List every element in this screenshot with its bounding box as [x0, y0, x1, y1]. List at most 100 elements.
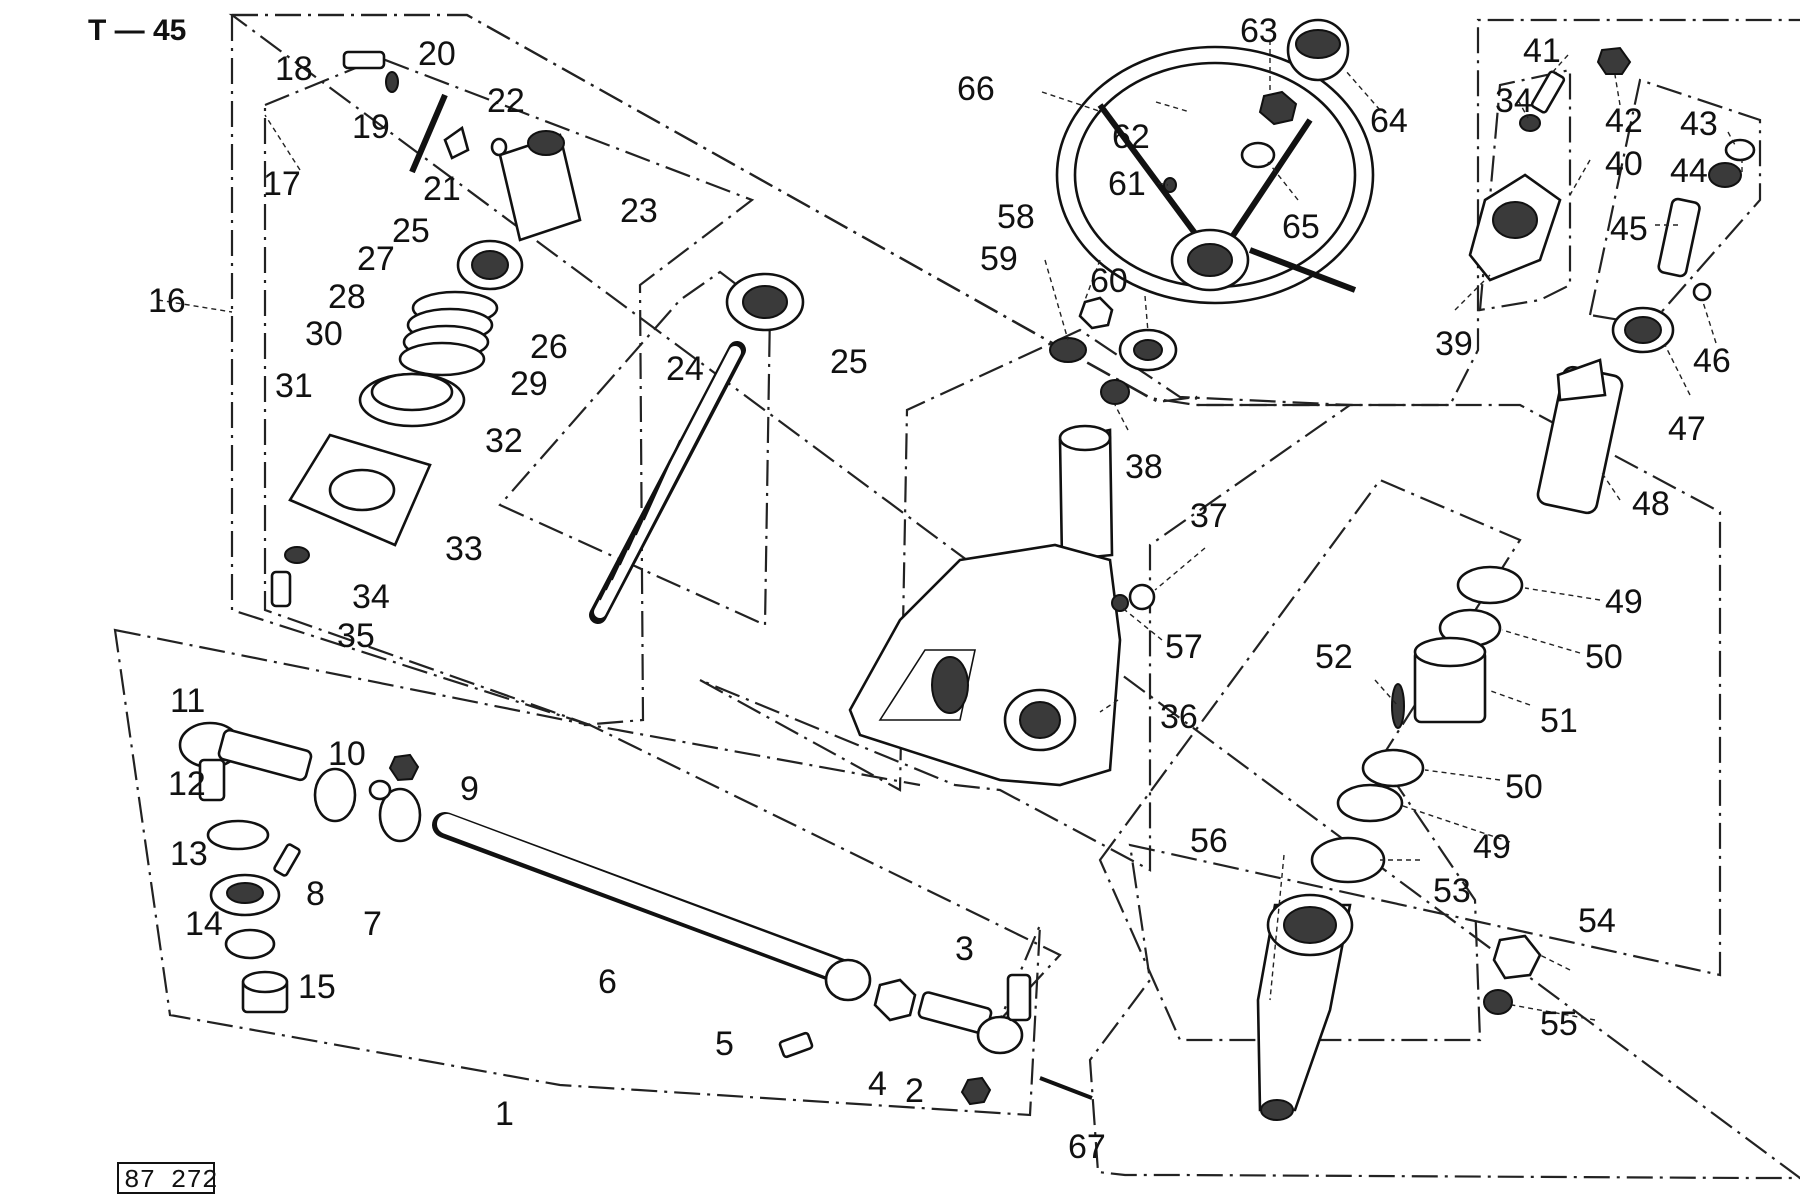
callout-11: 11 — [170, 682, 205, 720]
tie-rod-end-3 — [917, 973, 1032, 1055]
callout-7: 7 — [363, 905, 382, 943]
callout-52: 52 — [1315, 638, 1353, 676]
snap-ring-49-upper — [1456, 565, 1524, 605]
callout-67: 67 — [1068, 1128, 1106, 1166]
bolt-5 — [778, 1031, 814, 1059]
callout-26: 26 — [530, 328, 568, 366]
callout-18: 18 — [275, 50, 313, 88]
washer-9 — [368, 779, 392, 801]
nut-4 — [873, 978, 917, 1022]
callout-65: 65 — [1282, 208, 1320, 246]
callout-34b: 34 — [1495, 82, 1533, 120]
spring-stack — [398, 290, 499, 377]
o-ring-19 — [385, 71, 399, 93]
clip-21 — [443, 125, 470, 160]
pin-62 — [1155, 101, 1191, 113]
callout-49a: 49 — [1605, 583, 1643, 621]
callout-40: 40 — [1605, 145, 1643, 183]
drawing-number-box — [117, 1162, 215, 1194]
callout-30: 30 — [305, 315, 343, 353]
callout-35: 35 — [337, 617, 375, 655]
plug-37 — [1111, 583, 1156, 612]
callout-10: 10 — [328, 735, 366, 773]
block-23 — [498, 130, 582, 242]
bolt-18 — [342, 50, 386, 70]
callout-33: 33 — [445, 530, 483, 568]
callout-32: 32 — [485, 422, 523, 460]
nut-54 — [1492, 934, 1542, 980]
leader-lines — [157, 40, 1743, 1021]
snap-ring-49-lower — [1336, 783, 1404, 823]
callout-22: 22 — [487, 82, 525, 120]
washer-34-left — [284, 546, 310, 564]
group-outlines — [228, 13, 1800, 1180]
callout-61: 61 — [1108, 165, 1146, 203]
callout-17: 17 — [263, 165, 301, 203]
bearing-60 — [1118, 328, 1178, 372]
washer-34-right — [1519, 114, 1541, 132]
group-16-left — [230, 15, 921, 787]
worm-shaft — [589, 341, 746, 624]
shaft-45 — [1657, 197, 1701, 278]
pitman-arm — [1256, 893, 1354, 1121]
nut-58 — [1078, 296, 1114, 330]
bearing-25-upper — [725, 272, 805, 332]
bushing-51 — [1413, 636, 1487, 724]
callout-46: 46 — [1693, 342, 1731, 380]
callout-60: 60 — [1090, 262, 1128, 300]
ring-50-lower — [1361, 748, 1425, 788]
wheel-nut — [1258, 90, 1298, 126]
ball-46 — [1692, 282, 1712, 302]
callout-16: 16 — [148, 282, 186, 320]
bearing-47 — [1611, 306, 1675, 354]
washer-59 — [1049, 337, 1087, 363]
wheel-washer — [1240, 141, 1276, 169]
nut-10 — [388, 753, 420, 782]
group-lower-right-outline — [1098, 478, 1522, 1042]
washer-55 — [1483, 989, 1513, 1015]
callout-49b: 49 — [1473, 828, 1511, 866]
seal-44 — [1708, 162, 1742, 188]
callout-25b: 25 — [830, 343, 868, 381]
callout-20: 20 — [418, 35, 456, 73]
group-39-outline — [1478, 68, 1572, 312]
drawing-number: 87 272 — [124, 1165, 218, 1195]
sector-shaft-48 — [1536, 358, 1624, 515]
callout-48: 48 — [1632, 485, 1670, 523]
callout-2: 2 — [905, 1072, 924, 1110]
snap-ring-12 — [206, 819, 270, 851]
group-1-outline — [113, 628, 1062, 1117]
steering-box-housing — [848, 424, 1122, 787]
ring-14 — [224, 928, 276, 960]
group-24-outline — [498, 270, 772, 627]
bolt-8 — [273, 843, 301, 877]
callout-43: 43 — [1680, 105, 1718, 143]
sheet-tag: T — 45 — [88, 14, 186, 47]
callout-38: 38 — [1125, 448, 1163, 486]
callout-15: 15 — [298, 968, 336, 1006]
column-nut-38 — [1100, 379, 1130, 405]
callout-51: 51 — [1540, 702, 1578, 740]
horn-cap — [1286, 18, 1350, 82]
callout-12: 12 — [168, 765, 206, 803]
callout-13: 13 — [170, 835, 208, 873]
callout-25a: 25 — [392, 212, 430, 250]
callout-9: 9 — [460, 770, 479, 808]
tie-rod-end-11 — [178, 721, 313, 802]
clamp-7b — [378, 787, 422, 843]
cover-39 — [1468, 173, 1562, 282]
callout-4: 4 — [868, 1065, 887, 1103]
tie-rod-6 — [432, 812, 872, 1002]
callout-66: 66 — [957, 70, 995, 108]
callout-62: 62 — [1112, 118, 1150, 156]
callout-55: 55 — [1540, 1005, 1578, 1043]
castle-nut-15 — [241, 970, 289, 1014]
callout-37: 37 — [1190, 497, 1228, 535]
callout-31: 31 — [275, 367, 313, 405]
callout-56: 56 — [1190, 822, 1228, 860]
seal-13 — [209, 873, 281, 917]
callout-50b: 50 — [1505, 768, 1543, 806]
bearing-25-lower — [456, 239, 524, 291]
callout-14: 14 — [185, 905, 223, 943]
